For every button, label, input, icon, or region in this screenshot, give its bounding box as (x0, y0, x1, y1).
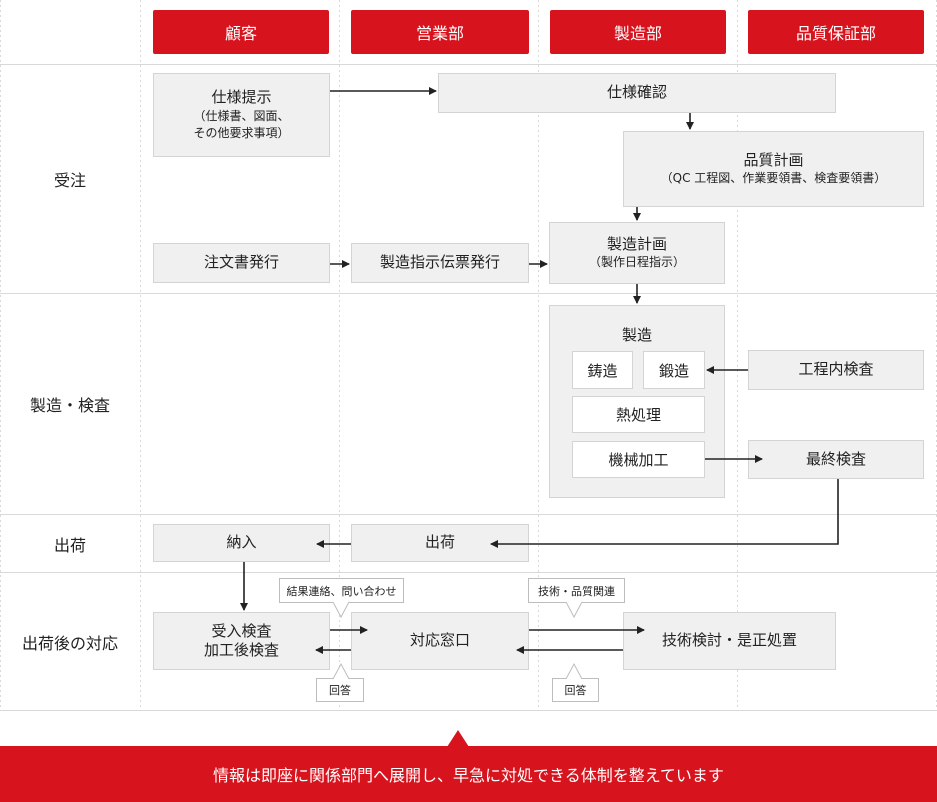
inprocess-inspection-box: 工程内検査 (748, 350, 924, 390)
header-quality: 品質保証部 (748, 10, 924, 54)
quality-plan-box: 品質計画 （QC 工程図、作業要領書、検査要領書） (623, 131, 924, 207)
final-inspection-box: 最終検査 (748, 440, 924, 479)
callout-result-contact: 結果連絡、問い合わせ (279, 578, 404, 603)
callout-tail-tech (565, 601, 583, 619)
acceptance-line2: 加工後検査 (203, 641, 279, 659)
callout-tail-result (332, 601, 350, 619)
row-label-after: 出荷後の対応 (21, 633, 118, 653)
header-manufacturing: 製造部 (550, 10, 726, 54)
callout-tail-reply-right (565, 662, 583, 680)
order-issue-box: 注文書発行 (153, 243, 330, 283)
instruction-issue-box: 製造指示伝票発行 (351, 243, 529, 283)
row-label-production: 製造・検査 (29, 396, 110, 415)
callout-reply-right: 回答 (552, 678, 599, 702)
spec-present-box: 仕様提示 （仕様書、図面、 その他要求事項） (153, 73, 330, 157)
info-banner: 情報は即座に関係部門へ展開し、早急に対処できる体制を整えています (0, 746, 937, 802)
row-label-order: 受注 (53, 171, 86, 190)
acceptance-box: 受入検査 加工後検査 (153, 612, 330, 670)
callout-tail-reply-left (332, 662, 350, 680)
row-label-shipping: 出荷 (53, 535, 86, 555)
header-customer: 顧客 (153, 10, 329, 54)
production-title: 製造 (621, 326, 652, 344)
shipment-box: 出荷 (351, 524, 529, 562)
production-plan-sub: （製作日程指示） (588, 255, 685, 270)
spec-present-title: 仕様提示 (211, 88, 272, 107)
quality-plan-sub: （QC 工程図、作業要領書、検査要領書） (660, 171, 887, 186)
delivery-box: 納入 (153, 524, 330, 562)
forging-box: 鍛造 (643, 351, 705, 389)
header-sales: 営業部 (351, 10, 529, 54)
spec-present-sub2: その他要求事項） (193, 125, 290, 140)
spec-confirm-box: 仕様確認 (438, 73, 836, 113)
contact-window-box: 対応窓口 (351, 612, 529, 670)
spec-present-sub1: （仕様書、図面、 (193, 108, 290, 123)
callout-reply-left: 回答 (316, 678, 364, 702)
arrow-final-to-shipment (490, 479, 839, 548)
production-plan-title: 製造計画 (606, 234, 667, 253)
casting-box: 鋳造 (572, 351, 633, 389)
quality-plan-title: 品質計画 (743, 150, 804, 169)
tech-review-box: 技術検討・是正処置 (623, 612, 836, 670)
machining-box: 機械加工 (572, 441, 705, 478)
heat-treatment-box: 熱処理 (572, 396, 705, 433)
production-plan-box: 製造計画 （製作日程指示） (549, 222, 725, 284)
acceptance-line1: 受入検査 (211, 621, 272, 640)
banner-pointer (447, 730, 469, 747)
